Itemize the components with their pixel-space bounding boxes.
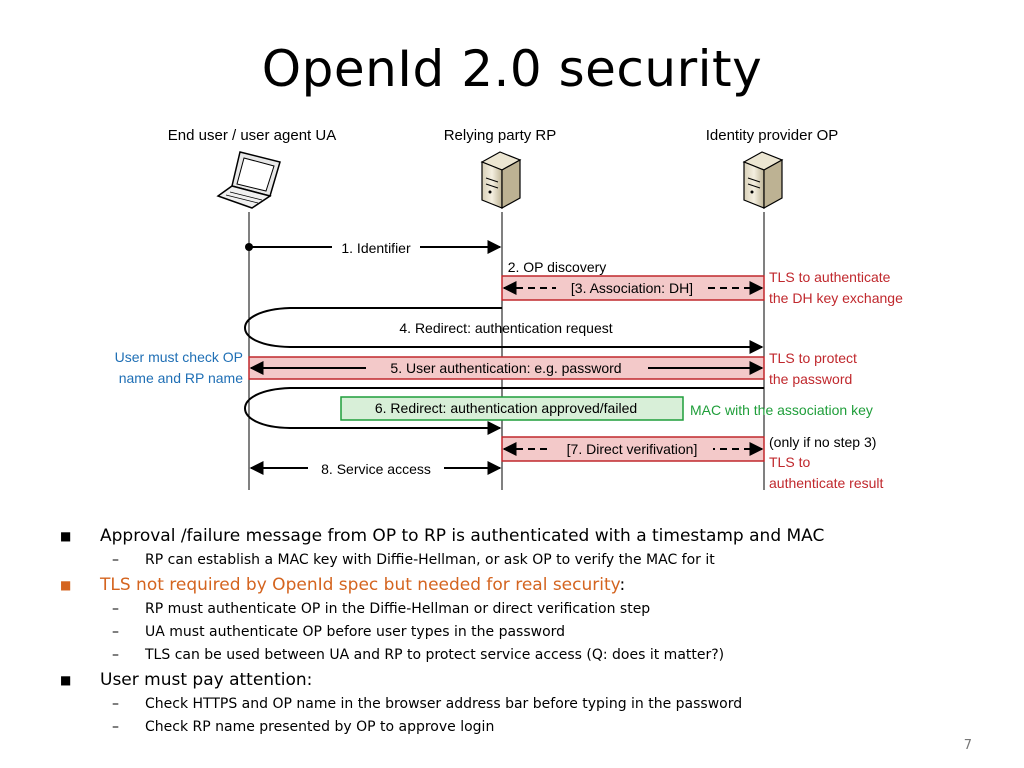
actor-label-rp: Relying party RP [444, 127, 557, 144]
sub-bullet-3-1: – Check HTTPS and OP name in the browser… [60, 693, 1000, 716]
actor-label-ua: End user / user agent UA [168, 127, 336, 144]
dash-bullet-icon: – [112, 624, 119, 640]
note-check-line2: name and RP name [119, 370, 243, 386]
laptop-icon [216, 151, 281, 209]
sub-bullet-3-2-text: Check RP name presented by OP to approve… [145, 719, 495, 735]
dash-bullet-icon: – [112, 601, 119, 617]
message-4-label: 4. Redirect: authentication request [399, 320, 612, 336]
slide-title: OpenId 2.0 security [261, 40, 763, 98]
note-mac: MAC with the association key [690, 402, 873, 418]
message-7-label: [7. Direct verifivation] [567, 441, 698, 457]
sub-bullet-3-1-text: Check HTTPS and OP name in the browser a… [145, 696, 743, 712]
bullet-2-colon: : [619, 575, 626, 595]
message-2-label: 2. OP discovery [508, 259, 607, 275]
bullet-2-accent-text: TLS not required by OpenId spec but need… [100, 575, 620, 595]
bullet-2: ■ TLS not required by OpenId spec but ne… [60, 572, 1000, 598]
message-4-redirect-arrow [244, 307, 764, 354]
message-6-label: 6. Redirect: authentication approved/fai… [375, 400, 637, 416]
dash-bullet-icon: – [112, 647, 119, 663]
note-step7-line1: (only if no step 3) [769, 434, 876, 450]
sub-bullet-1-1-text: RP can establish a MAC key with Diffie-H… [145, 552, 715, 568]
message-8-label: 8. Service access [321, 461, 431, 477]
bullet-3-text: User must pay attention: [100, 670, 313, 690]
sub-bullet-2-1-text: RP must authenticate OP in the Diffie-He… [145, 601, 651, 617]
sub-bullet-2-3-text: TLS can be used between UA and RP to pro… [145, 647, 725, 663]
square-bullet-icon: ■ [60, 673, 72, 687]
sequence-diagram: End user / user agent UA Relying party R… [115, 127, 903, 491]
note-tls-pw-line1: TLS to protect [769, 350, 857, 366]
actor-label-op: Identity provider OP [706, 127, 839, 144]
bullet-list: ■ Approval /failure message from OP to R… [60, 523, 1000, 739]
dash-bullet-icon: – [112, 696, 119, 712]
note-tls-dh-line1: TLS to authenticate [769, 269, 891, 285]
note-tls-pw-line2: the password [769, 371, 852, 387]
sub-bullet-2-1: – RP must authenticate OP in the Diffie-… [60, 598, 1000, 621]
server-icon-op [742, 151, 784, 210]
sub-bullet-2-3: – TLS can be used between UA and RP to p… [60, 644, 1000, 667]
square-bullet-icon: ■ [60, 578, 72, 592]
note-step7-line2: TLS to [769, 454, 810, 470]
page-number: 7 [963, 738, 972, 753]
message-6-mac-box [340, 396, 684, 421]
message-1-label: 1. Identifier [341, 240, 411, 256]
bullet-1: ■ Approval /failure message from OP to R… [60, 523, 1000, 549]
message-5-label: 5. User authentication: e.g. password [390, 360, 621, 376]
note-tls-dh-line2: the DH key exchange [769, 290, 903, 306]
sub-bullet-2-2: – UA must authenticate OP before user ty… [60, 621, 1000, 644]
dash-bullet-icon: – [112, 552, 119, 568]
server-icon-rp [480, 151, 522, 210]
dash-bullet-icon: – [112, 719, 119, 735]
message-3-label: [3. Association: DH] [571, 280, 693, 296]
note-step7-line3: authenticate result [769, 475, 884, 491]
note-check-line1: User must check OP [115, 349, 243, 365]
bullet-3: ■ User must pay attention: [60, 667, 1000, 693]
message-6-redirect-arrow [244, 387, 764, 435]
square-bullet-icon: ■ [60, 529, 72, 543]
sub-bullet-1-1: – RP can establish a MAC key with Diffie… [60, 549, 1000, 572]
bullet-1-text: Approval /failure message from OP to RP … [100, 526, 825, 546]
sub-bullet-2-2-text: UA must authenticate OP before user type… [145, 624, 566, 640]
sub-bullet-3-2: – Check RP name presented by OP to appro… [60, 716, 1000, 739]
